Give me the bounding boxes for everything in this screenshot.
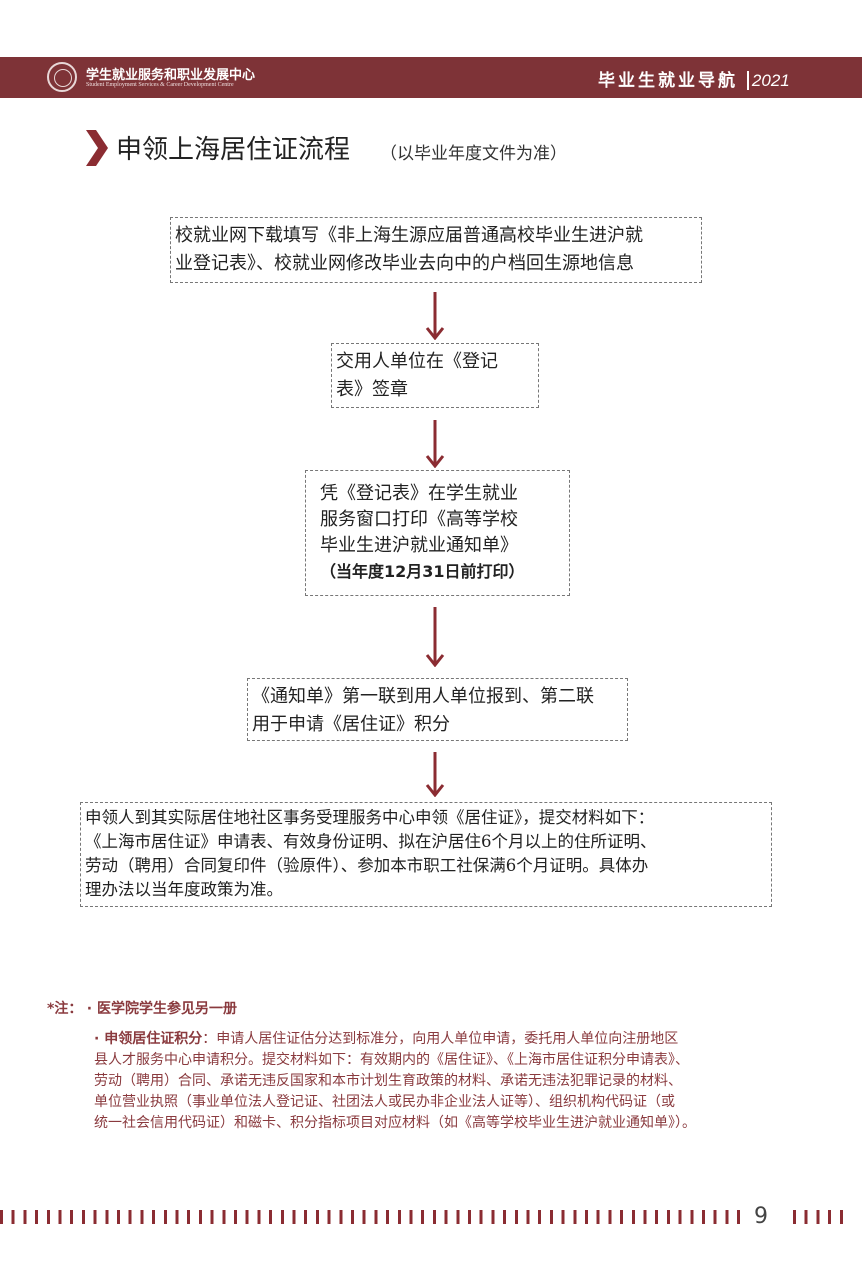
step-line: 申领人到其实际居住地社区事务受理服务中心申领《居住证》，提交材料如下： [85,808,655,827]
section-title: 申领上海居住证流程 [116,135,351,165]
step-line: 劳动（聘用）合同复印件（验原件）、参加本市职工社保满6个月证明。具体办 [85,856,649,875]
step-1: 校就业网下载填写《非上海生源应届普通高校毕业生进沪就 业登记表》、校就业网修改毕… [170,217,702,283]
step-line: 表》签章 [336,379,408,400]
note-label: *注： [47,1001,83,1017]
guide-label: 毕业生就业导航 [598,71,738,91]
step-line: 业登记表》、校就业网修改毕业去向中的户档回生源地信息 [175,253,634,274]
arrow-down-icon [425,607,445,667]
step-line: 《上海市居住证》申请表、有效身份证明、拟在沪居住6个月以上的住所证明、 [85,832,657,851]
org-name-en: Student Employment Services & Career Dev… [86,82,234,88]
section-subtitle: （以毕业年度文件为准） [380,144,567,164]
arrow-down-icon [425,752,445,797]
footer-ticks-right [793,1210,848,1224]
step-3: 凭《登记表》在学生就业 服务窗口打印《高等学校 毕业生进沪就业通知单》 （当年度… [305,470,570,596]
step-4: 《通知单》第一联到用人单位报到、第二联 用于申请《居住证》积分 [247,678,628,741]
arrow-down-icon [425,292,445,340]
step-line: 服务窗口打印《高等学校 [320,509,518,530]
step-line: 理办法以当年度政策为准。 [85,880,283,899]
note-item-medical: · 医学院学生参见另一册 [86,1001,237,1017]
note-line: ：申请人居住证估分达到标准分，向用人单位申请，委托用人单位向注册地区 [202,1031,679,1047]
note-line: 单位营业执照（事业单位法人登记证、社团法人或民办非企业法人证等）、组织机构代码证… [94,1094,675,1110]
org-name-cn: 学生就业服务和职业发展中心 [86,68,256,83]
step-line: 交用人单位在《登记 [336,351,498,372]
footer-ticks-left [0,1210,745,1224]
page-number: 9 [754,1204,768,1229]
note-line: 统一社会信用代码证）和磁卡、积分指标项目对应材料（如《高等学校毕业生进沪就业通知… [94,1115,696,1131]
note-item-title: · 申领居住证积分 [94,1031,203,1047]
step-2: 交用人单位在《登记 表》签章 [331,343,539,408]
chevron-right-icon [86,130,108,166]
step-deadline-note: （当年度12月31日前打印） [320,562,525,581]
step-5: 申领人到其实际居住地社区事务受理服务中心申领《居住证》，提交材料如下： 《上海市… [80,802,772,907]
university-logo-icon [47,62,77,92]
step-line: 《通知单》第一联到用人单位报到、第二联 [252,686,594,707]
arrow-down-icon [425,420,445,468]
note-line-1: *注： · 医学院学生参见另一册 [47,999,237,1020]
note-line: 县人才服务中心申请积分。提交材料如下：有效期内的《居住证》、《上海市居住证积分申… [94,1052,689,1068]
step-line: 用于申请《居住证》积分 [252,714,450,735]
note-item-points: · 申领居住证积分：申请人居住证估分达到标准分，向用人单位申请，委托用人单位向注… [94,1029,814,1134]
guide-title: 毕业生就业导航 2021 [598,66,790,91]
step-line: 校就业网下载填写《非上海生源应届普通高校毕业生进沪就 [175,225,643,246]
step-line: 凭《登记表》在学生就业 [320,483,518,504]
step-line: 毕业生进沪就业通知单》 [320,535,518,556]
note-line: 劳动（聘用）合同、承诺无违反国家和本市计划生育政策的材料、承诺无违法犯罪记录的材… [94,1073,682,1089]
guide-year: 2021 [746,71,790,90]
header-bar [0,57,862,98]
